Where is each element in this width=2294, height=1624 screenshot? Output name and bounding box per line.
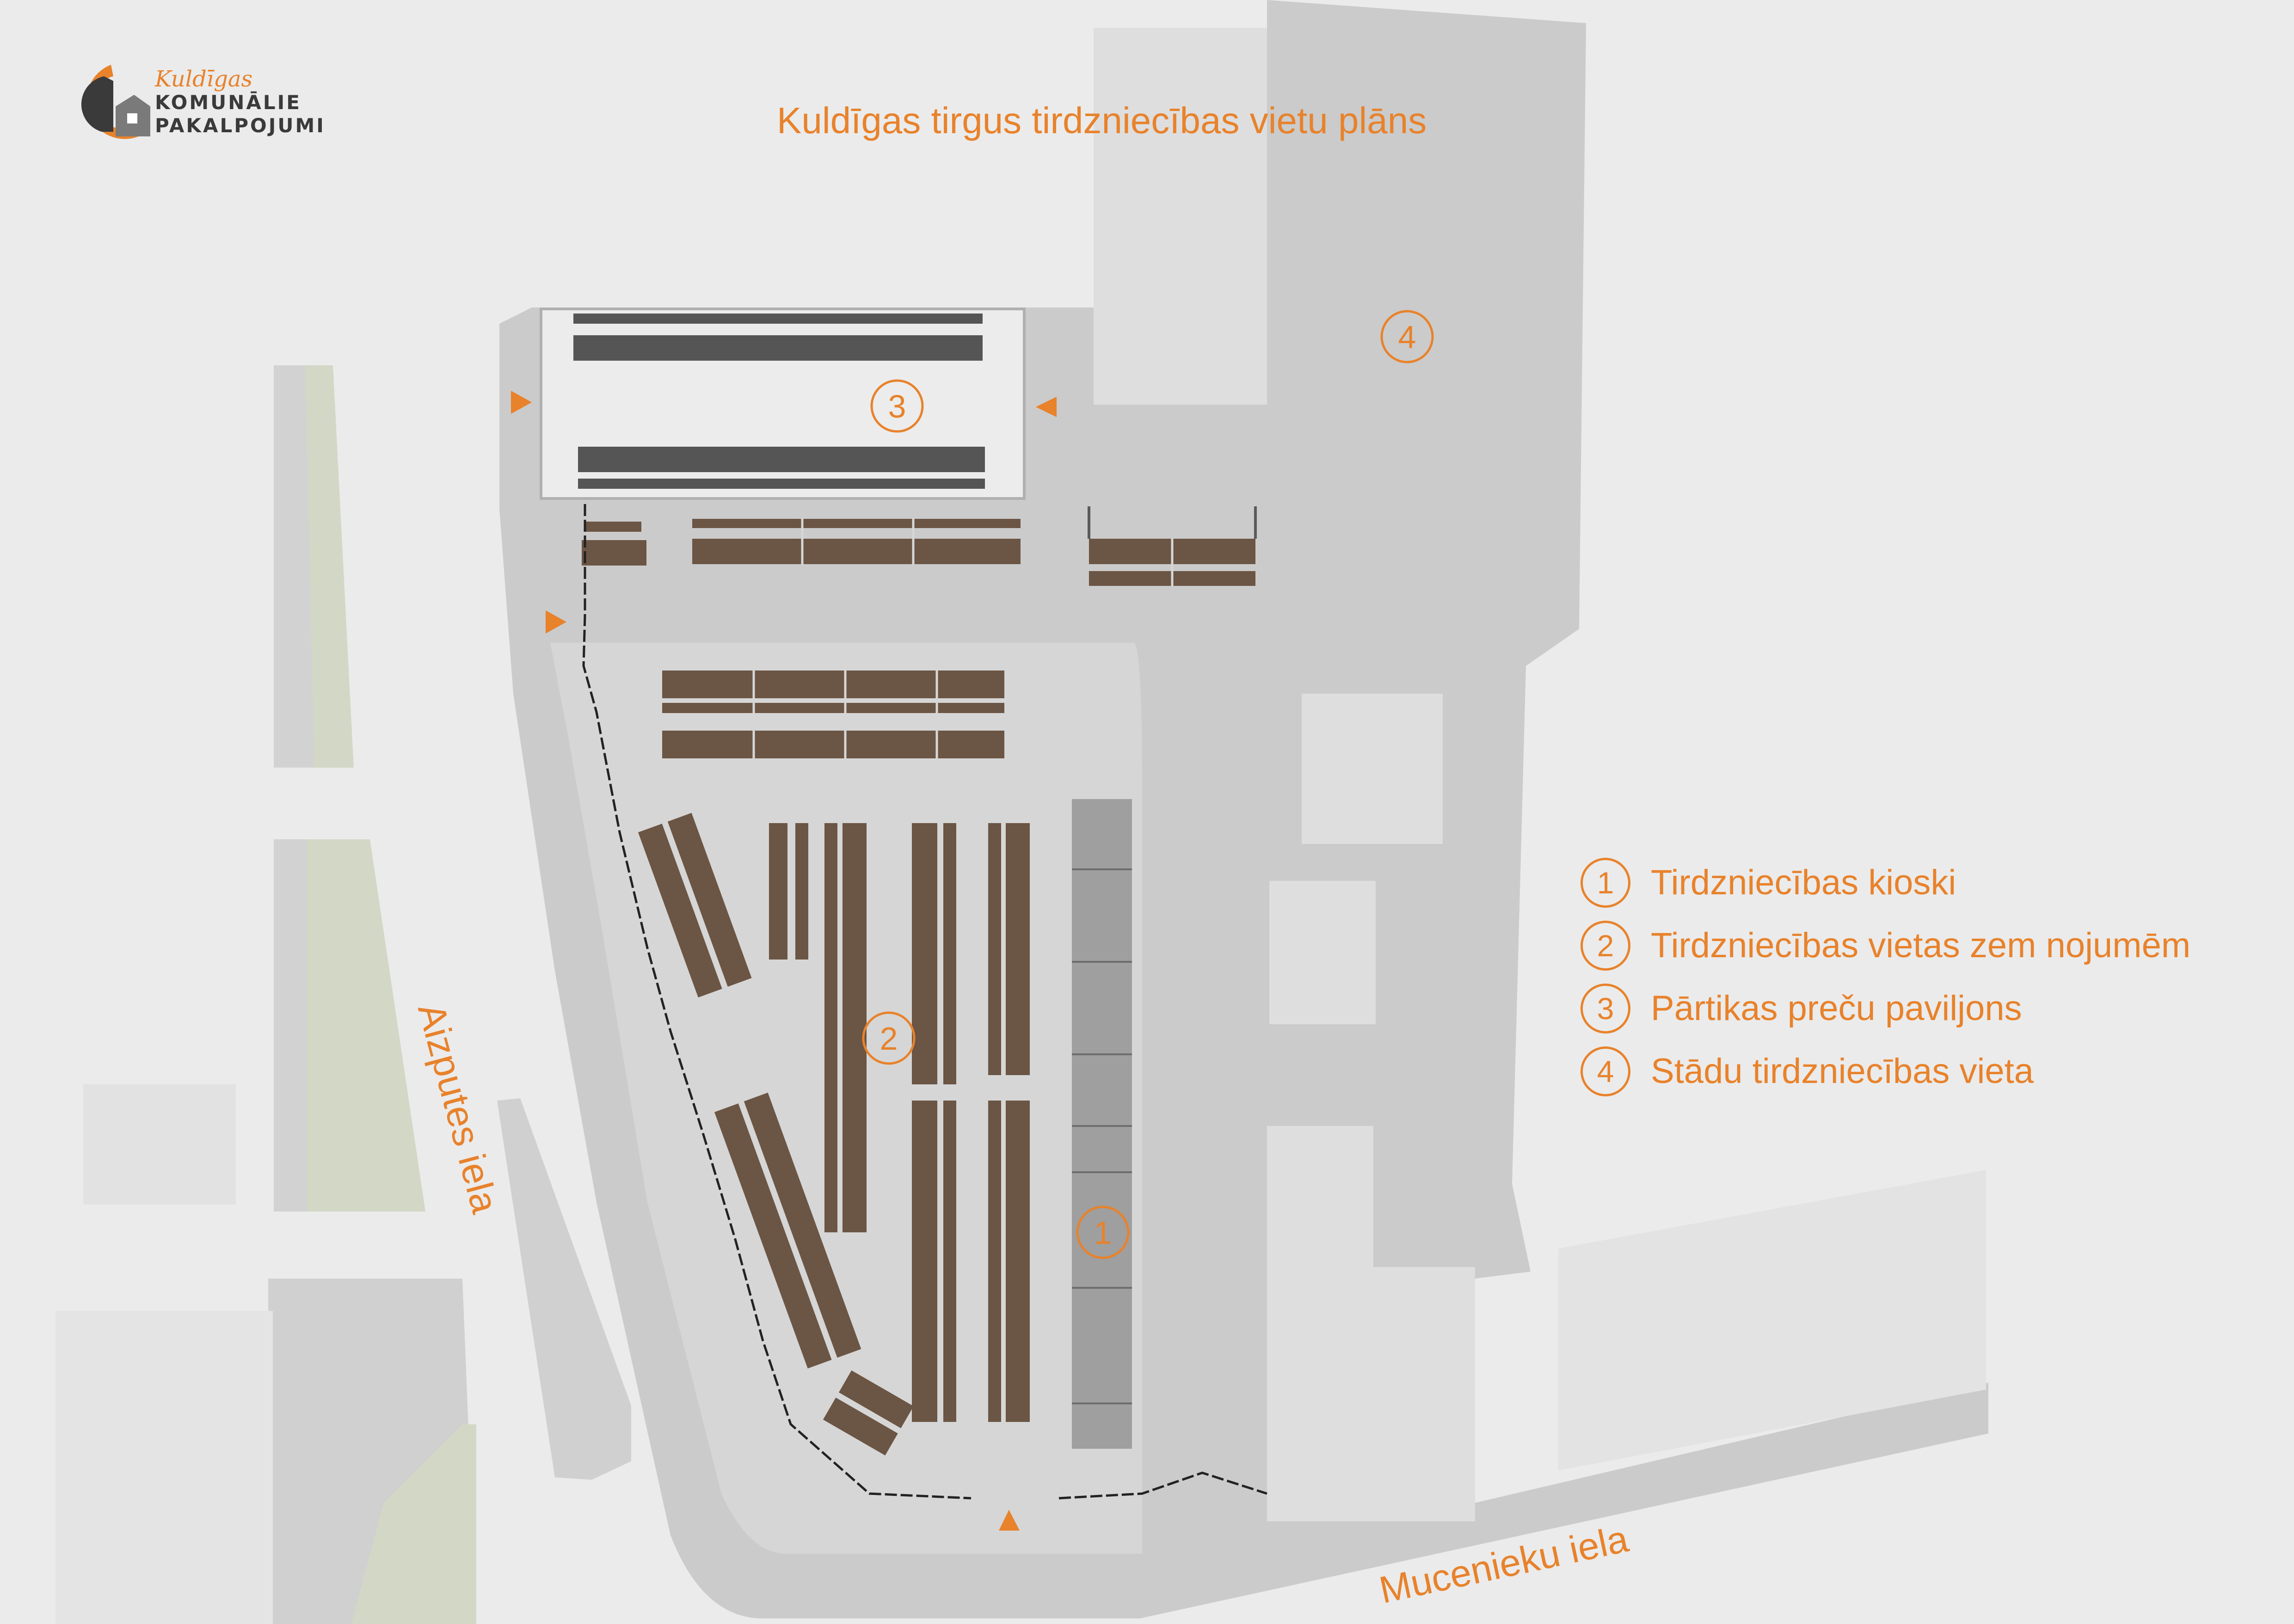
left-strip-lower-edge [274,839,308,1212]
building-right-mid [1302,694,1443,844]
entrance-marker-icon [1036,397,1057,417]
building-right-small [1269,881,1376,1024]
stall-grid-middle [662,671,1004,758]
svg-text:4: 4 [1398,319,1416,355]
pavilion-bar [578,447,985,472]
svg-text:2: 2 [880,1021,898,1057]
bottom-left-building [55,1311,273,1624]
legend-label: Stādu tirdzniecības vieta [1651,1052,2034,1091]
stall-diagonal-lower [714,1092,861,1369]
pavilion-bar [573,335,983,361]
page-title: Kuldīgas tirgus tirdzniecības vietu plān… [777,100,1427,141]
left-strip-lower [274,839,425,1212]
stall-diagonal-bottom [823,1370,914,1456]
zone-marker-4: 4 [1380,310,1434,363]
building-right-lower [1267,1126,1475,1521]
median-island [497,1098,631,1480]
kiosk-block [1072,799,1132,1449]
legend-label: Tirdzniecības kioski [1651,863,1956,902]
left-small-building [83,1084,236,1205]
logo: Kuldīgas KOMUNĀLIE PAKALPOJUMI [69,62,328,146]
tree-house-logo-icon [81,65,150,139]
bottom-left-green [351,1424,476,1624]
legend-number: 4 [1581,1046,1630,1096]
entrance-marker-icon [999,1510,1020,1531]
svg-text:1: 1 [1094,1215,1112,1251]
legend-number: 3 [1581,984,1630,1033]
stall-frame [1088,506,1257,539]
stall-diagonal-upper [638,812,752,998]
stall-columns [769,823,1030,1422]
left-strip-upper-edge [274,365,314,768]
pavilion-bar [573,314,983,324]
entrance-marker-icon [546,610,566,634]
zone-marker-2: 2 [862,1011,916,1065]
logo-line-1: KOMUNĀLIE [155,91,301,114]
svg-text:3: 3 [888,388,906,424]
building-right-large [1558,1170,1986,1470]
market-fence [582,504,972,1500]
legend-number: 2 [1581,921,1630,971]
legend-label: Tirdzniecības vietas zem nojumēm [1651,926,2191,965]
building-zone-4-top [1094,28,1267,405]
pavilion-bar [578,479,985,489]
legend-number: 1 [1581,858,1630,908]
zone-marker-3: 3 [870,379,924,433]
zone-marker-1: 1 [1076,1206,1130,1259]
logo-script-text: Kuldīgas [155,66,253,92]
entrance-marker-icon [511,391,532,414]
market-fence-right [1058,1471,1267,1500]
legend-label: Pārtikas preču paviljons [1651,989,2022,1028]
logo-line-2: PAKALPOJUMI [155,114,326,137]
